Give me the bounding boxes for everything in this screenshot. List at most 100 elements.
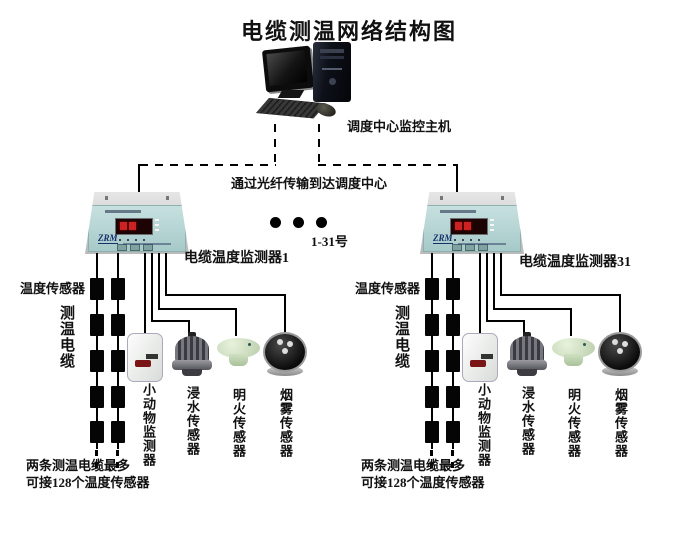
flame-sensor-label: 明火传感器 bbox=[566, 388, 581, 458]
smoke-sensor-wire-v bbox=[165, 253, 167, 296]
device-panel-title bbox=[105, 210, 141, 213]
monitor-1-label: 电缆温度监测器1 bbox=[184, 251, 289, 266]
water-sensor-knob bbox=[188, 332, 196, 338]
smoke-sensor-image bbox=[263, 332, 307, 378]
smoke-sensor-vent bbox=[282, 348, 288, 354]
cable-temp-monitor-device: ZRM bbox=[420, 192, 524, 254]
flame-sensor-image bbox=[217, 336, 260, 373]
cable-note-line1: 两条测温电缆最多 bbox=[26, 458, 131, 473]
smoke-sensor-label: 烟雾传感器 bbox=[613, 388, 628, 458]
water-sensor-image bbox=[172, 332, 212, 377]
water-sensor-label: 浸水传感器 bbox=[520, 386, 535, 456]
water-sensor-foot bbox=[182, 369, 202, 376]
temp-sensor-block bbox=[425, 421, 439, 443]
device-button bbox=[478, 244, 488, 251]
device-panel-title bbox=[440, 210, 476, 213]
animal-monitor-wire bbox=[144, 253, 146, 334]
computer-tower bbox=[313, 42, 351, 102]
device-manufacturer-text bbox=[123, 243, 171, 245]
water-sensor-foot bbox=[517, 369, 537, 376]
temp-sensor-block bbox=[446, 314, 460, 336]
smoke-sensor-vent bbox=[622, 341, 628, 347]
tower-drive-bay bbox=[320, 49, 344, 53]
animal-monitor-label: 小动物监测器 bbox=[476, 383, 491, 467]
temp-sensor-block bbox=[111, 386, 125, 408]
ellipsis-dot bbox=[293, 217, 304, 228]
temp-sensor-block bbox=[90, 350, 104, 372]
fiber-link-right-vertical bbox=[318, 124, 320, 168]
flame-sensor-wire-drop bbox=[570, 308, 572, 336]
device-brand: ZRM bbox=[433, 233, 453, 244]
cable-continuation-dashed bbox=[95, 450, 98, 474]
animal-monitor-wire bbox=[479, 253, 481, 334]
monitor-group-1: ZRM 电缆温度监测器1 bbox=[0, 0, 335, 536]
device-brand: ZRM bbox=[98, 233, 118, 244]
tower-power-button bbox=[329, 78, 336, 85]
cable-note-line1: 两条测温电缆最多 bbox=[361, 458, 466, 473]
monitor-range-label: 1-31号 bbox=[311, 234, 348, 249]
device-indicator-dots bbox=[119, 239, 149, 241]
animal-monitor-window bbox=[135, 360, 151, 367]
dispatch-host-computer bbox=[250, 40, 380, 132]
water-sensor-base bbox=[507, 360, 547, 370]
smoke-sensor-vent bbox=[277, 339, 283, 345]
flame-sensor-neck bbox=[229, 354, 248, 366]
led-digit bbox=[129, 222, 136, 230]
water-sensor-wire-drop bbox=[188, 320, 190, 335]
flame-sensor-wire-h bbox=[158, 308, 237, 310]
smoke-sensor-label: 烟雾传感器 bbox=[278, 388, 293, 458]
drop-line-right-monitor bbox=[456, 164, 458, 193]
led-tick-marks bbox=[490, 219, 494, 233]
ellipsis-dot bbox=[270, 217, 281, 228]
flame-sensor-led bbox=[583, 343, 586, 346]
smoke-sensor-wire-h bbox=[165, 294, 286, 296]
device-face: ZRM bbox=[88, 205, 186, 252]
water-sensor-wire-v bbox=[151, 253, 153, 322]
water-sensor-wire-v bbox=[486, 253, 488, 322]
temp-sensor-block bbox=[90, 386, 104, 408]
flame-sensor-wire-h bbox=[493, 308, 572, 310]
animal-monitor-label-sticker bbox=[481, 354, 493, 359]
animal-monitor-label-sticker bbox=[146, 354, 158, 359]
device-button bbox=[117, 244, 127, 251]
ellipsis-dot bbox=[316, 217, 327, 228]
temp-sensor-block bbox=[111, 278, 125, 300]
device-screw bbox=[440, 196, 443, 200]
device-led-display bbox=[450, 218, 488, 235]
cable-temp-monitor-device: ZRM bbox=[85, 192, 189, 254]
water-sensor-dome bbox=[175, 336, 209, 362]
temp-sensor-block bbox=[111, 421, 125, 443]
smoke-sensor-vent bbox=[287, 341, 293, 347]
led-digit bbox=[455, 222, 462, 230]
device-button bbox=[143, 244, 153, 251]
monitor-31-label: 电缆温度监测器31 bbox=[519, 255, 631, 270]
fiber-label: 通过光纤传输到达调度中心 bbox=[231, 176, 388, 191]
flame-sensor-neck bbox=[564, 354, 583, 366]
temp-sensor-block bbox=[446, 350, 460, 372]
water-sensor-wire-h bbox=[151, 320, 190, 322]
water-sensor-image bbox=[507, 332, 547, 377]
device-indicator-dots bbox=[454, 239, 484, 241]
temp-sensor-block bbox=[90, 421, 104, 443]
temp-sensor-block bbox=[111, 314, 125, 336]
measuring-cable-label: 测温电缆 bbox=[58, 305, 74, 369]
led-digit bbox=[120, 222, 127, 230]
temp-sensor-label: 温度传感器 bbox=[355, 281, 421, 296]
temp-sensor-block bbox=[111, 350, 125, 372]
water-sensor-wire-h bbox=[486, 320, 525, 322]
drop-line-left-monitor bbox=[138, 164, 140, 193]
flame-sensor-wire-v bbox=[158, 253, 160, 310]
flame-sensor-label: 明火传感器 bbox=[231, 388, 246, 458]
smoke-sensor-wire-drop bbox=[619, 294, 621, 332]
water-sensor-wire-drop bbox=[523, 320, 525, 335]
host-label: 调度中心监控主机 bbox=[347, 119, 452, 134]
smoke-sensor-wire-h bbox=[500, 294, 621, 296]
led-digit bbox=[464, 222, 471, 230]
cable-continuation-dashed bbox=[430, 450, 433, 474]
measuring-cable-label: 测温电缆 bbox=[393, 305, 409, 369]
smoke-sensor-vent bbox=[612, 339, 618, 345]
water-sensor-knob bbox=[523, 332, 531, 338]
smoke-sensor-image bbox=[598, 332, 642, 378]
water-sensor-dome bbox=[510, 336, 544, 362]
animal-monitor-image bbox=[127, 333, 163, 382]
